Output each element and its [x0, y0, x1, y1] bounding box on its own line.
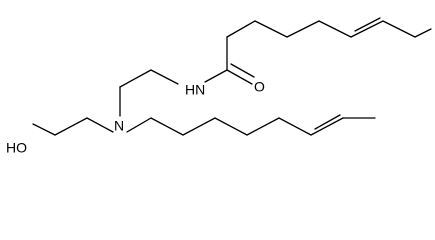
octenyl-chain	[126, 114, 376, 136]
bond	[254, 20, 288, 38]
bond	[226, 20, 256, 38]
double-bond	[350, 20, 384, 38]
octenoyl-chain	[226, 17, 432, 38]
bond	[414, 28, 432, 38]
bond	[126, 117, 152, 133]
bond	[86, 117, 114, 133]
hydroxyl-label: HO	[6, 140, 27, 156]
amide-nh-label: HN	[185, 82, 205, 98]
double-bond	[310, 117, 344, 136]
bond	[150, 69, 179, 85]
bond	[54, 117, 88, 136]
bond	[119, 69, 152, 88]
bond	[204, 69, 228, 83]
bond	[278, 117, 312, 136]
bond	[286, 20, 320, 38]
bond	[214, 117, 248, 136]
ethylene-linker	[119, 69, 179, 117]
bond	[32, 123, 56, 136]
amide-group: HN O	[185, 36, 265, 98]
carbonyl-o-label: O	[254, 79, 265, 95]
hydroxyethyl-arm: HO	[6, 117, 114, 156]
chemical-structure: HN O N HO	[6, 17, 432, 156]
carbonyl-bond	[226, 69, 253, 85]
bond	[382, 20, 416, 38]
bond	[182, 117, 216, 136]
carbonyl-bond	[230, 63, 255, 78]
bond	[318, 20, 352, 38]
amine-group: N	[114, 118, 124, 134]
double-bond	[314, 114, 341, 130]
bond	[150, 117, 184, 136]
amine-n-label: N	[114, 118, 124, 134]
double-bond	[354, 17, 381, 32]
bond	[246, 117, 280, 136]
